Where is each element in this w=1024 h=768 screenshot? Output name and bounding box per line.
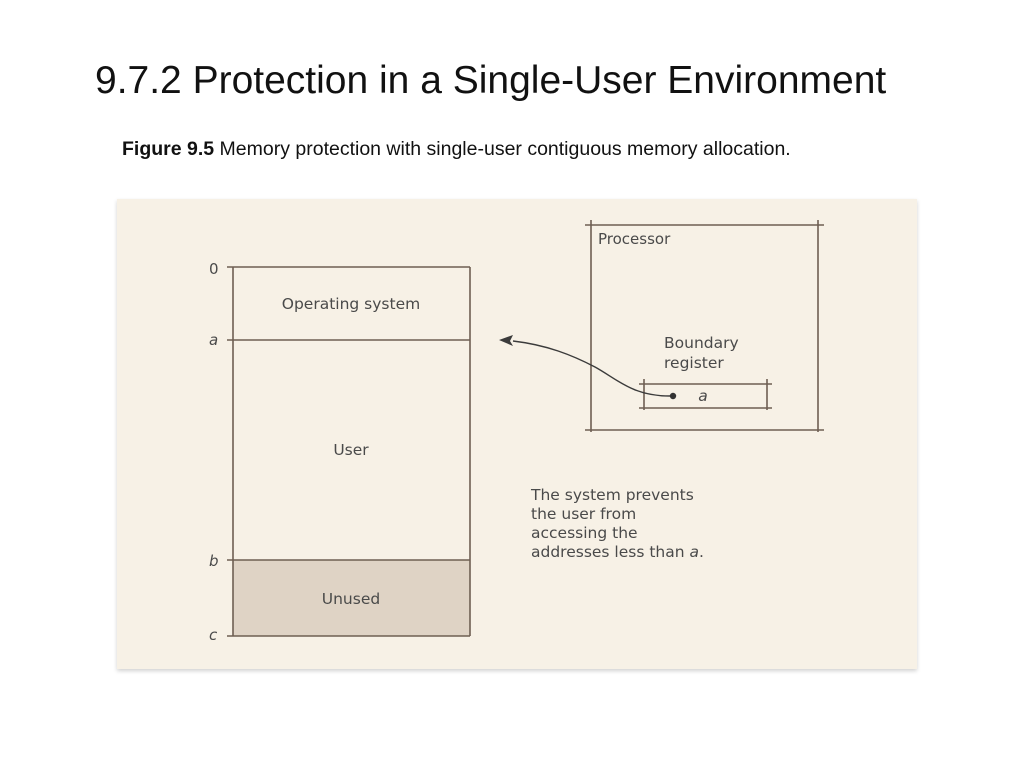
figure-label: Figure 9.5	[122, 138, 215, 160]
diagram-panel: 0 a b c Operating system User Unused Pro…	[117, 199, 917, 669]
processor-box: Processor Boundary register a	[585, 220, 824, 432]
protection-note: The system prevents the user from access…	[530, 486, 704, 561]
memory-protection-diagram: 0 a b c Operating system User Unused Pro…	[117, 199, 917, 669]
slide-title: 9.7.2 Protection in a Single-User Enviro…	[95, 59, 887, 102]
note-line-3: accessing the	[531, 524, 638, 542]
processor-title: Processor	[598, 230, 671, 248]
unused-region-fill	[233, 560, 470, 636]
arrow-shaft	[512, 340, 671, 397]
arrow-head	[499, 335, 513, 346]
note-line-4-text: addresses less than	[531, 543, 690, 561]
note-emphasis: a	[690, 543, 700, 561]
boundary-pointer-arrow	[499, 335, 671, 397]
region-label-unused: Unused	[322, 590, 380, 608]
register-pointer-dot	[669, 392, 677, 400]
note-line-2: the user from	[531, 505, 636, 523]
boundary-register-label-line2: register	[664, 354, 724, 372]
memory-column: 0 a b c Operating system User Unused	[209, 260, 471, 644]
address-label-b: b	[209, 552, 219, 570]
region-label-user: User	[333, 441, 369, 459]
region-label-operating-system: Operating system	[282, 295, 420, 313]
register-value: a	[698, 387, 708, 405]
boundary-register-label-line1: Boundary	[664, 334, 739, 352]
address-label-c: c	[209, 626, 218, 644]
note-end: .	[699, 543, 704, 561]
note-line-1: The system prevents	[530, 486, 694, 504]
address-label-0: 0	[209, 260, 219, 278]
figure-caption: Figure 9.5 Memory protection with single…	[122, 136, 791, 162]
note-line-4: addresses less than a.	[531, 543, 704, 561]
figure-caption-text: Memory protection with single-user conti…	[214, 138, 791, 160]
address-label-a: a	[209, 331, 218, 349]
